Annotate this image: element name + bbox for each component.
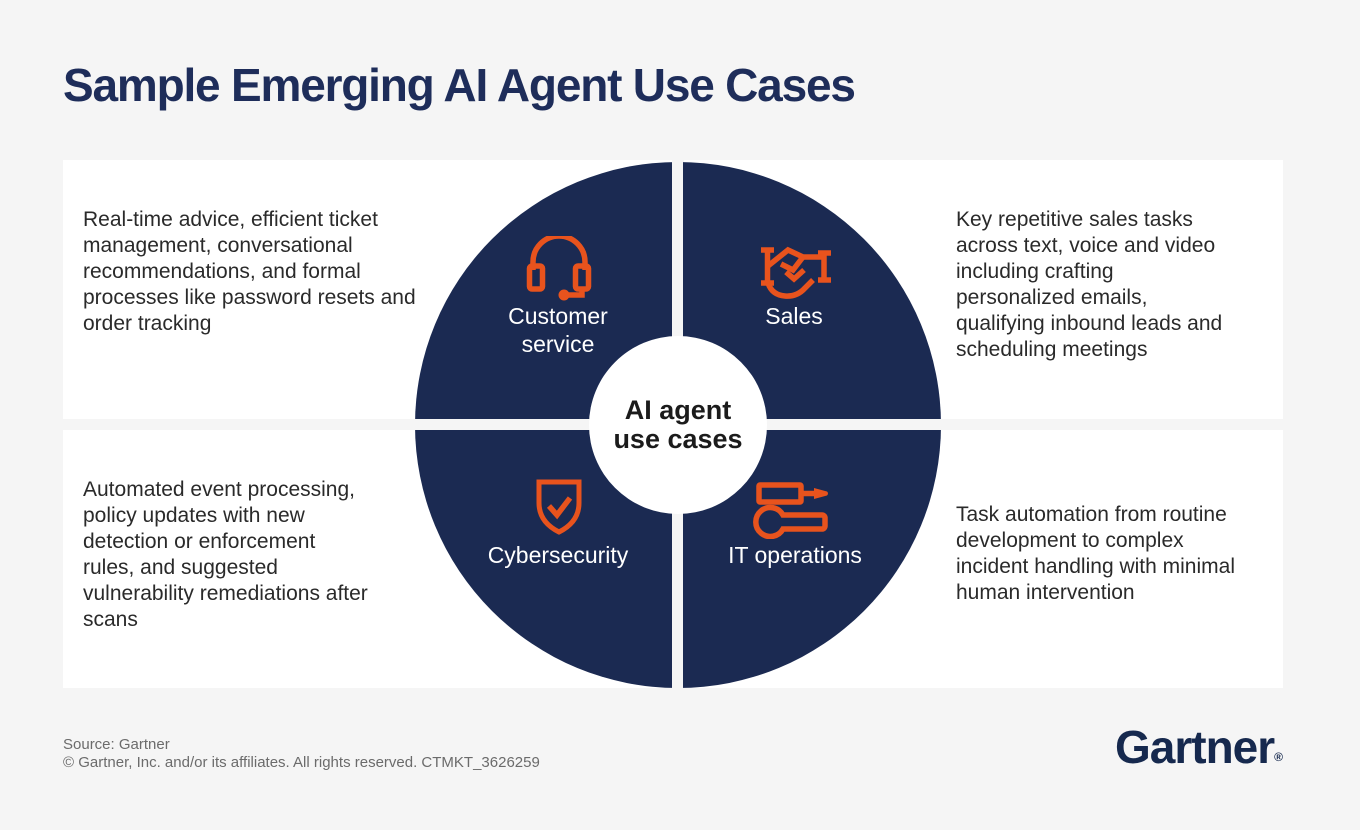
tools-icon bbox=[750, 479, 834, 544]
quadrant-label-sales: Sales bbox=[765, 303, 823, 329]
handshake-icon bbox=[753, 240, 833, 305]
cybersecurity-description: Automated event processing, policy updat… bbox=[83, 478, 368, 631]
center-hub: AI agent use cases bbox=[589, 336, 767, 514]
it-operations-description: Task automation from routine development… bbox=[956, 503, 1235, 604]
quadrant-label-customer-service: Customer service bbox=[508, 303, 608, 357]
center-title-line2: use cases bbox=[613, 424, 743, 454]
gartner-logo: Gartner® bbox=[1115, 720, 1283, 774]
registered-trademark-icon: ® bbox=[1274, 750, 1283, 764]
shield-check-icon bbox=[535, 478, 583, 541]
footer-source: Source: Gartner bbox=[63, 736, 170, 753]
customer-service-description: Real-time advice, efficient ticket manag… bbox=[83, 208, 416, 335]
quadrant-label-cybersecurity: Cybersecurity bbox=[487, 542, 629, 568]
gartner-logo-text: Gartner bbox=[1114, 721, 1275, 773]
footer-copyright: © Gartner, Inc. and/or its affiliates. A… bbox=[63, 754, 540, 771]
quadrant-label-it-operations: IT operations bbox=[728, 542, 862, 568]
page-title: Sample Emerging AI Agent Use Cases bbox=[63, 59, 856, 111]
sales-description: Key repetitive sales tasks across text, … bbox=[956, 208, 1223, 361]
center-title-line1: AI agent bbox=[624, 395, 732, 425]
headset-icon bbox=[526, 233, 592, 307]
